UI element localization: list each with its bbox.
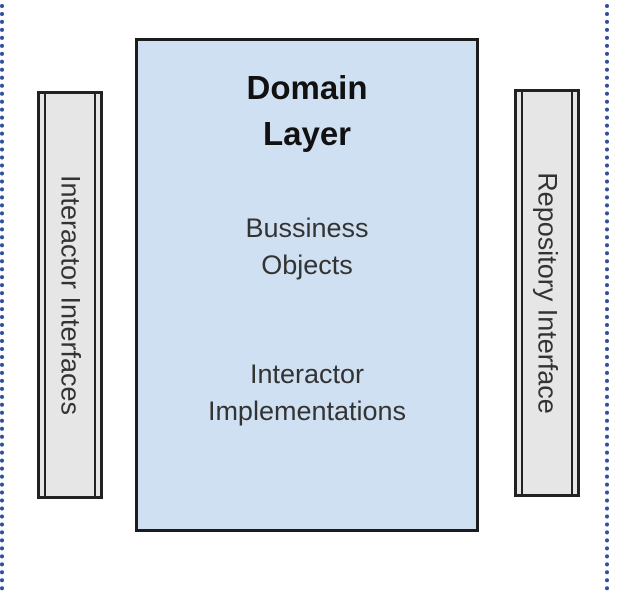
interactor-interfaces-label: Interactor Interfaces [55, 174, 86, 416]
repository-interface-label: Repository Interface [532, 172, 563, 414]
repository-interface-panel: Repository Interface [514, 89, 580, 497]
interactor-interfaces-panel: Interactor Interfaces [37, 91, 103, 499]
domain-layer-box: Domain Layer Bussiness Objects Interacto… [135, 38, 479, 532]
right-dotted-boundary [605, 0, 609, 591]
business-objects-label: Bussiness Objects [245, 213, 369, 280]
left-dotted-boundary [0, 0, 4, 591]
interactor-implementations-label: Interactor Implementations [207, 359, 407, 426]
domain-layer-title: Domain Layer [246, 69, 368, 152]
